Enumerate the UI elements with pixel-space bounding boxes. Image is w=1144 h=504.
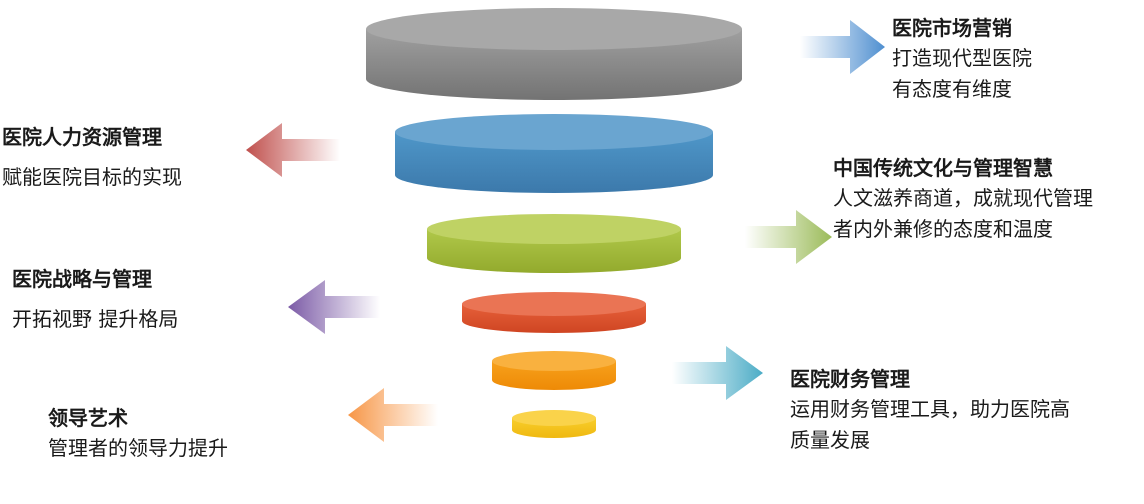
label-line: 有态度有维度	[892, 77, 1012, 101]
label-line: 打造现代型医院	[892, 46, 1032, 70]
label-line: 运用财务管理工具，助力医院高	[790, 397, 1070, 421]
label-line: 管理者的领导力提升	[48, 436, 228, 460]
label-title: 中国传统文化与管理智慧	[833, 156, 1053, 180]
label-line: 者内外兼修的态度和温度	[833, 217, 1053, 241]
funnel-tier-6	[512, 410, 596, 438]
arrow-left-icon	[348, 388, 438, 442]
label-title: 医院市场营销	[892, 16, 1012, 40]
arrow-right-icon	[800, 20, 885, 74]
label-line: 赋能医院目标的实现	[2, 165, 182, 189]
label-marketing: 医院市场营销 打造现代型医院 有态度有维度	[892, 13, 1032, 105]
funnel-tier-5	[492, 351, 616, 390]
label-line: 开拓视野 提升格局	[12, 307, 179, 331]
label-line: 人文滋养商道，成就现代管理	[833, 186, 1093, 210]
label-title: 领导艺术	[48, 406, 128, 430]
arrow-right-icon	[672, 346, 763, 400]
label-finance: 医院财务管理 运用财务管理工具，助力医院高 质量发展	[790, 364, 1070, 456]
label-hr: 医院人力资源管理 赋能医院目标的实现	[2, 122, 182, 193]
arrow-left-icon	[246, 123, 340, 177]
label-strategy: 医院战略与管理 开拓视野 提升格局	[12, 264, 178, 335]
label-line: 质量发展	[790, 428, 870, 452]
label-title: 医院人力资源管理	[2, 125, 162, 149]
arrow-right-icon	[745, 210, 832, 264]
funnel-tier-3	[427, 214, 681, 273]
label-leadership: 领导艺术 管理者的领导力提升	[48, 403, 228, 464]
funnel-tier-4	[462, 292, 646, 333]
label-title: 医院战略与管理	[12, 267, 152, 291]
label-culture: 中国传统文化与管理智慧 人文滋养商道，成就现代管理 者内外兼修的态度和温度	[833, 153, 1093, 245]
label-title: 医院财务管理	[790, 367, 910, 391]
arrow-left-icon	[288, 280, 380, 334]
funnel-tier-1	[366, 8, 742, 100]
funnel-tier-2	[395, 114, 713, 193]
